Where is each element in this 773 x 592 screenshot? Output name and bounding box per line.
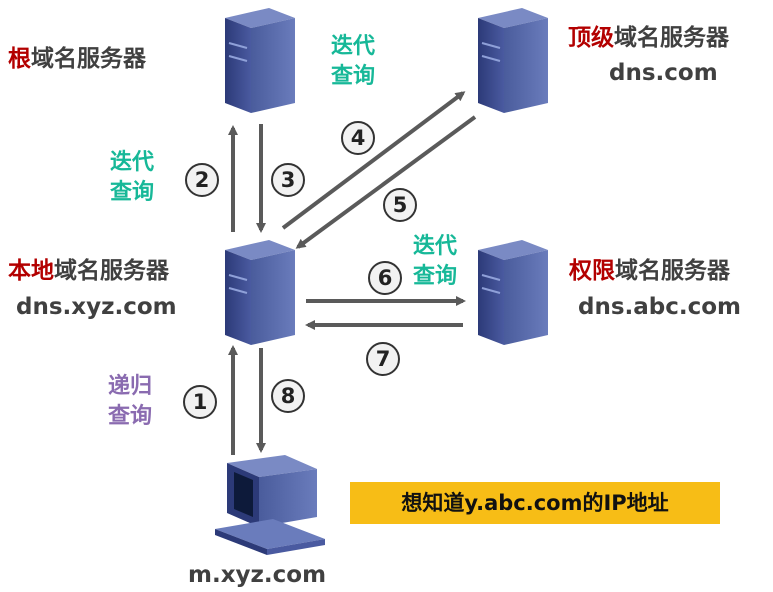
- tld-server-icon: [478, 8, 548, 113]
- query-goal-note: 想知道y.abc.com的IP地址: [350, 482, 720, 524]
- root-server-icon: [225, 8, 295, 113]
- tld-server-domain: dns.com: [609, 60, 718, 86]
- tld-server-highlight: 顶级: [568, 25, 614, 51]
- iterative-query-word1: 迭代: [109, 150, 154, 175]
- authoritative-server-name: 域名服务器: [615, 258, 730, 284]
- root-server-name: 域名服务器: [31, 46, 146, 72]
- local-server-highlight: 本地: [8, 258, 54, 284]
- root-server-label: 根域名服务器: [8, 44, 146, 74]
- step-1-badge: 1: [183, 385, 217, 419]
- step-3-badge: 3: [271, 163, 305, 197]
- authoritative-server-label: 权限域名服务器: [569, 256, 730, 286]
- authoritative-server-icon: [478, 240, 548, 345]
- step-7-badge: 7: [366, 342, 400, 376]
- step-2-badge: 2: [185, 163, 219, 197]
- iterative-query-word1: 迭代: [330, 34, 375, 59]
- local-server-name: 域名服务器: [54, 258, 169, 284]
- root-server-highlight: 根: [8, 46, 31, 72]
- local-server-label: 本地域名服务器: [8, 256, 169, 286]
- authoritative-server-highlight: 权限: [569, 258, 615, 284]
- arrow-step-5: [295, 115, 477, 249]
- step-4-badge: 4: [341, 121, 375, 155]
- iterative-query-label-top: 迭代 查询: [323, 32, 383, 92]
- arrow-step-4: [281, 91, 466, 230]
- recursive-query-label: 递归 查询: [100, 372, 160, 432]
- iterative-query-word2: 查询: [330, 64, 375, 89]
- tld-server-label: 顶级域名服务器: [568, 23, 729, 53]
- tld-server-name: 域名服务器: [614, 25, 729, 51]
- step-5-badge: 5: [383, 188, 417, 222]
- step-8-badge: 8: [271, 379, 305, 413]
- iterative-query-label-left: 迭代 查询: [102, 148, 162, 208]
- recursive-query-word2: 查询: [107, 404, 152, 429]
- iterative-query-word2: 查询: [412, 264, 457, 289]
- authoritative-server-domain: dns.abc.com: [578, 294, 742, 320]
- recursive-query-word1: 递归: [107, 374, 152, 399]
- local-server-icon: [225, 240, 295, 345]
- local-server-domain: dns.xyz.com: [16, 294, 177, 320]
- step-6-badge: 6: [368, 261, 402, 295]
- client-host-label: m.xyz.com: [188, 562, 327, 588]
- iterative-query-word1: 迭代: [412, 234, 457, 259]
- iterative-query-word2: 查询: [109, 180, 154, 205]
- client-computer-icon: [215, 455, 325, 555]
- iterative-query-label-right: 迭代 查询: [405, 232, 465, 292]
